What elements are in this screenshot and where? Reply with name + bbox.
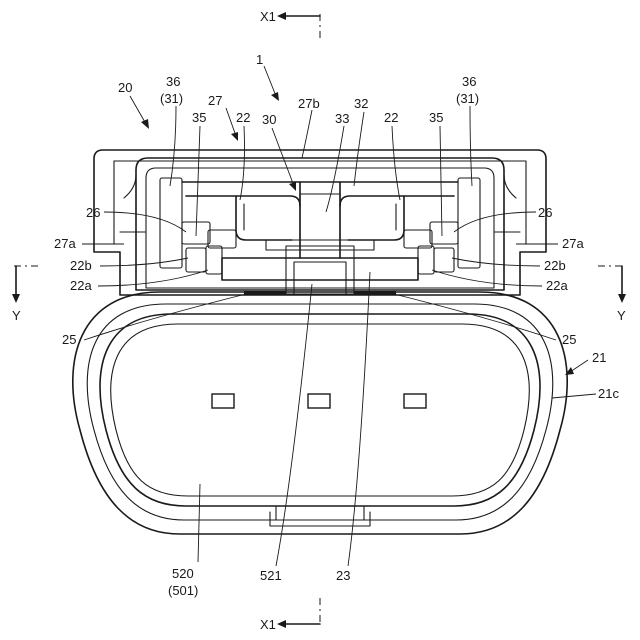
label-27a-left: 27a bbox=[54, 236, 76, 251]
arrowhead bbox=[271, 92, 279, 101]
latch-22a-left bbox=[206, 246, 222, 274]
label-30: 30 bbox=[262, 112, 276, 127]
terminal-window-right bbox=[404, 394, 426, 408]
label-520: 520 bbox=[172, 566, 194, 581]
label-501: (501) bbox=[168, 583, 198, 598]
reference-labels: X1 X1 Y Y 1 20 36 (31) 36 (31) 27 27b 32… bbox=[12, 9, 626, 632]
label-36-left: 36 bbox=[166, 74, 180, 89]
label-20: 20 bbox=[118, 80, 132, 95]
arrowhead bbox=[618, 294, 626, 303]
label-22b-left: 22b bbox=[70, 258, 92, 273]
label-33: 33 bbox=[335, 111, 349, 126]
wall-22 bbox=[236, 196, 404, 240]
arrowhead bbox=[231, 132, 238, 141]
label-26-left: 26 bbox=[86, 205, 100, 220]
label-y-right: Y bbox=[617, 308, 626, 323]
label-27: 27 bbox=[208, 93, 222, 108]
terminal-window-center bbox=[308, 394, 330, 408]
leader-22b-right bbox=[452, 258, 540, 266]
label-35-left: 35 bbox=[192, 110, 206, 125]
leader-26-left bbox=[104, 212, 186, 232]
label-x1-bottom: X1 bbox=[260, 617, 276, 632]
leader-30 bbox=[272, 128, 294, 186]
leader-25-right bbox=[394, 294, 556, 340]
lock-arm-center-33 bbox=[300, 194, 340, 246]
bottom-notch-inner bbox=[276, 506, 364, 520]
housing-20 bbox=[94, 150, 546, 295]
label-32: 32 bbox=[354, 96, 368, 111]
label-27b: 27b bbox=[298, 96, 320, 111]
arrowhead bbox=[12, 294, 20, 303]
label-21: 21 bbox=[592, 350, 606, 365]
housing-21 bbox=[73, 292, 567, 534]
label-23: 23 bbox=[336, 568, 350, 583]
label-y-left: Y bbox=[12, 308, 21, 323]
lock-block-521 bbox=[286, 246, 354, 294]
label-31-left: (31) bbox=[160, 91, 183, 106]
housing-wall-27b-outer bbox=[136, 158, 504, 290]
label-27a-right: 27a bbox=[562, 236, 584, 251]
arrowhead bbox=[277, 12, 286, 20]
label-1: 1 bbox=[256, 52, 263, 67]
leader-32 bbox=[354, 112, 364, 186]
leader-22-right bbox=[392, 126, 400, 200]
leader-36-right bbox=[470, 106, 472, 186]
latch-35-right bbox=[404, 230, 432, 248]
leader-27 bbox=[226, 108, 236, 136]
label-22-left: 22 bbox=[236, 110, 250, 125]
label-25-left: 25 bbox=[62, 332, 76, 347]
label-521: 521 bbox=[260, 568, 282, 583]
terminal-window-left bbox=[212, 394, 234, 408]
leader-25-left bbox=[84, 294, 246, 340]
arrowhead bbox=[289, 182, 296, 191]
leader-22b-left bbox=[100, 258, 188, 266]
label-22b-right: 22b bbox=[544, 258, 566, 273]
arrowhead bbox=[277, 620, 286, 628]
label-35-right: 35 bbox=[429, 110, 443, 125]
leader-21c bbox=[552, 394, 596, 398]
lock-arm-33 bbox=[300, 182, 340, 258]
wall-22-inner bbox=[244, 204, 396, 230]
latch-35-left bbox=[208, 230, 236, 248]
label-x1-top: X1 bbox=[260, 9, 276, 24]
cavity-520 bbox=[100, 314, 540, 506]
label-22a-left: 22a bbox=[70, 278, 92, 293]
latch-26-right bbox=[430, 222, 458, 244]
cavity-inner bbox=[111, 324, 529, 496]
lock-cross-bar bbox=[266, 240, 374, 250]
arrowhead bbox=[141, 119, 149, 129]
lock-structure bbox=[160, 178, 480, 295]
section-line-y bbox=[12, 266, 626, 303]
leader-22-left bbox=[240, 126, 245, 200]
leader-26-right bbox=[454, 212, 536, 232]
label-22-right: 22 bbox=[384, 110, 398, 125]
leader-20 bbox=[130, 96, 146, 124]
leader-21 bbox=[570, 360, 588, 372]
label-21c: 21c bbox=[598, 386, 619, 401]
housing-flange-line bbox=[114, 161, 526, 244]
lock-bar-23 bbox=[222, 258, 418, 280]
label-26-right: 26 bbox=[538, 205, 552, 220]
label-25-right: 25 bbox=[562, 332, 576, 347]
body-wall bbox=[87, 304, 553, 520]
leader-36-left bbox=[170, 106, 176, 186]
latch-22b-right bbox=[434, 248, 454, 272]
latch-22b-left bbox=[186, 248, 206, 272]
lock-arm-shoulder bbox=[186, 196, 454, 206]
leader-521 bbox=[276, 284, 312, 566]
leader-35-right bbox=[440, 126, 442, 236]
leader-23 bbox=[348, 272, 370, 566]
label-36-right: 36 bbox=[462, 74, 476, 89]
housing-outer-outline bbox=[94, 150, 546, 295]
latch-22a-right bbox=[418, 246, 434, 274]
leader-35-left bbox=[196, 126, 200, 236]
label-22a-right: 22a bbox=[546, 278, 568, 293]
label-31-right: (31) bbox=[456, 91, 479, 106]
leader-1 bbox=[264, 66, 276, 96]
